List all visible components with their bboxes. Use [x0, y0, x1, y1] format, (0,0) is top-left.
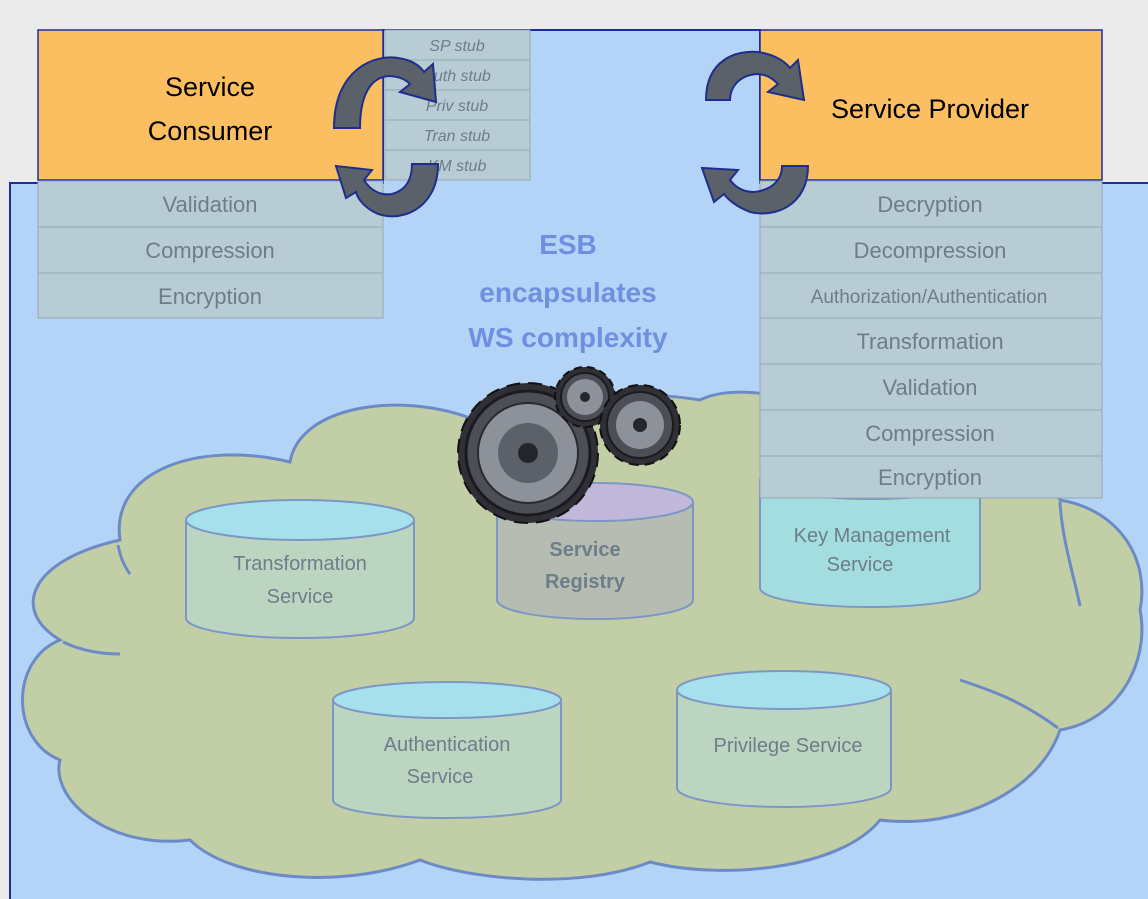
- provider-layer-validation: Validation: [883, 375, 978, 400]
- consumer-layer-validation: Validation: [163, 192, 258, 217]
- esb-headline: ESB encapsulates WS complexity: [468, 229, 668, 353]
- headline-line1: ESB: [539, 229, 597, 260]
- service-provider-box: Service Provider: [759, 29, 1103, 181]
- privilege-service-cylinder: Privilege Service: [676, 670, 892, 808]
- provider-layer-decompression: Decompression: [854, 238, 1007, 263]
- consumer-layers: Validation Compression Encryption: [37, 180, 384, 319]
- authentication-service-cylinder: Authentication Service: [332, 681, 562, 819]
- transformation-service-line1: Transformation: [233, 553, 367, 575]
- cycle-arrow-icon: [332, 56, 440, 218]
- provider-layer-compression: Compression: [865, 421, 995, 446]
- consumer-title-line2: Consumer: [148, 116, 273, 146]
- consumer-title-line1: Service: [165, 72, 255, 102]
- provider-layer-encryption: Encryption: [878, 465, 982, 490]
- stub-sp: SP stub: [429, 38, 485, 55]
- stub-tran: Tran stub: [424, 128, 491, 145]
- privilege-service-line1: Privilege Service: [714, 735, 863, 757]
- transformation-service-line2: Service: [267, 586, 334, 608]
- transformation-service-cylinder: Transformation Service: [185, 499, 415, 639]
- service-consumer-box: Service Consumer: [37, 29, 384, 181]
- consumer-layer-compression: Compression: [145, 238, 275, 263]
- key-management-line2: Service: [827, 554, 894, 576]
- service-registry-line2: Registry: [545, 571, 626, 593]
- consumer-layer-encryption: Encryption: [158, 284, 262, 309]
- authentication-service-line2: Service: [407, 766, 474, 788]
- provider-layers: Decryption Decompression Authorization/A…: [759, 180, 1103, 499]
- stub-auth: Auth stub: [422, 68, 491, 85]
- stub-stack: SP stub Auth stub Priv stub Tran stub KM…: [384, 29, 531, 181]
- gears-icon: [457, 366, 681, 524]
- key-management-line1: Key Management: [794, 525, 951, 547]
- headline-line3: WS complexity: [468, 322, 668, 353]
- provider-layer-decryption: Decryption: [877, 192, 982, 217]
- cycle-arrow-icon: [700, 50, 810, 215]
- provider-title: Service Provider: [831, 94, 1029, 124]
- stub-km: KM stub: [428, 158, 487, 175]
- authentication-service-line1: Authentication: [384, 734, 511, 756]
- provider-layer-authorization: Authorization/Authentication: [811, 287, 1048, 308]
- service-registry-line1: Service: [549, 539, 620, 561]
- stub-priv: Priv stub: [426, 98, 488, 115]
- provider-layer-transformation: Transformation: [856, 329, 1003, 354]
- headline-line2: encapsulates: [479, 277, 656, 308]
